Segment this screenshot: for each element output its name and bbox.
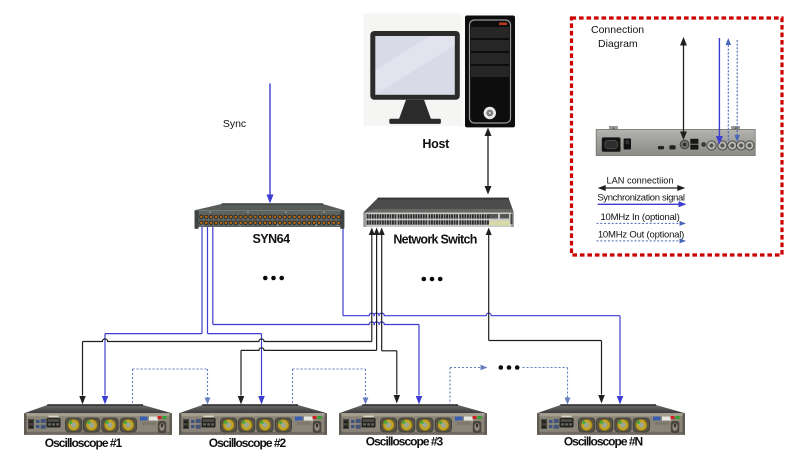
svg-text:10MHz Out (optional): 10MHz Out (optional) [598,229,684,240]
svg-text:LAN connectiion: LAN connectiion [607,176,674,186]
svg-text:SYN64: SYN64 [252,232,290,246]
svg-text:Oscilloscope #N: Oscilloscope #N [564,435,643,449]
svg-text:Host: Host [422,137,450,151]
svg-text:Sync: Sync [223,118,246,130]
svg-text:Connection: Connection [591,24,644,36]
svg-text:Network Switch: Network Switch [393,233,476,247]
svg-text:Oscilloscope #3: Oscilloscope #3 [366,435,444,449]
svg-text:10MHz In (optional): 10MHz In (optional) [600,212,679,223]
svg-text:Oscilloscope #2: Oscilloscope #2 [209,436,287,450]
svg-text:Synchronization signal: Synchronization signal [597,193,685,204]
svg-text:Diagram: Diagram [598,38,638,50]
svg-text:Oscilloscope #1: Oscilloscope #1 [45,436,123,450]
